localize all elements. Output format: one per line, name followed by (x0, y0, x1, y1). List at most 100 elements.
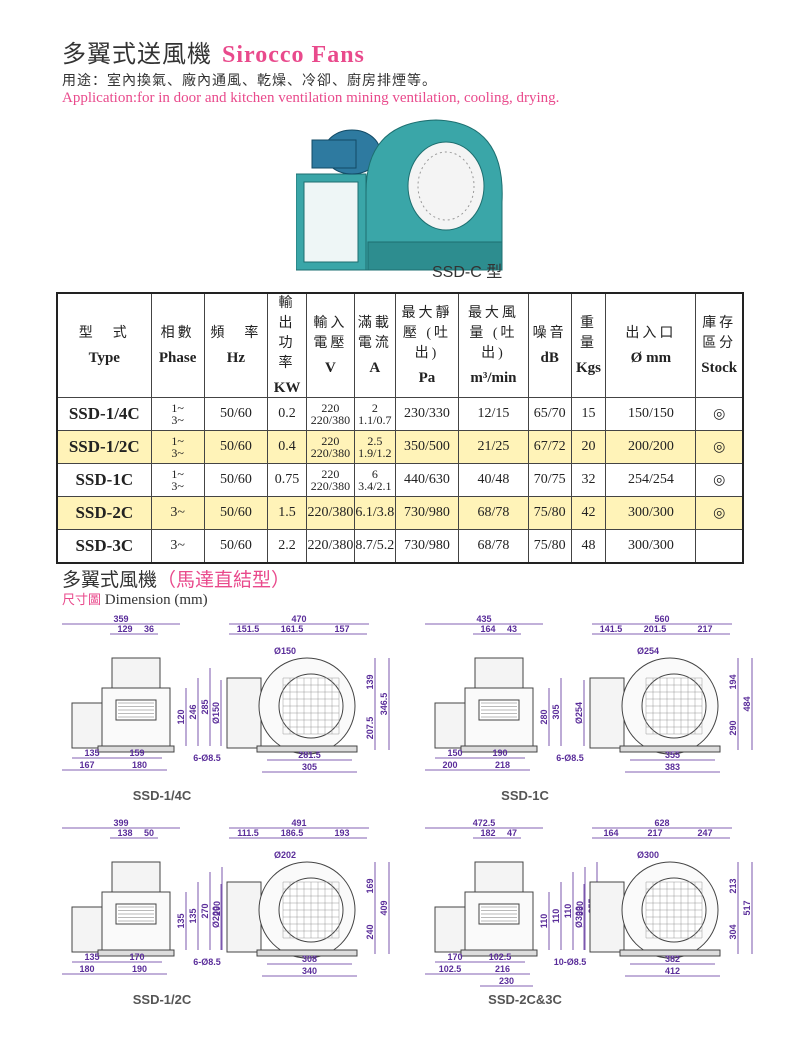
cell-v: 220/380 (305, 529, 355, 563)
dim-label: 305 (302, 762, 317, 772)
dimension-zh: 尺寸圖 (62, 593, 102, 608)
dim-label: 159 (129, 748, 144, 758)
base-front (97, 949, 175, 957)
cell-pa: 350/500 (394, 430, 460, 464)
dim-label: 399 (113, 818, 128, 828)
cell-pa: 440/630 (394, 463, 460, 497)
cell-type: SSD-3C (56, 529, 152, 563)
dim-label: 412 (665, 966, 680, 976)
dim-label: 207.5 (365, 717, 375, 740)
cell-phase: 3~ (150, 496, 205, 530)
dim-label: 290 (728, 720, 738, 735)
dim-label: 135 (84, 952, 99, 962)
cell-pa: 230/330 (394, 397, 460, 431)
dim-label: 628 (654, 818, 669, 828)
dim-label: 193 (334, 828, 349, 838)
dim-label: 190 (492, 748, 507, 758)
cell-v: 220/380 (305, 496, 355, 530)
dim-label: 230 (499, 976, 514, 986)
dim-label: 216 (495, 964, 510, 974)
dim-label: 186.5 (281, 828, 304, 838)
dim-label: 161.5 (281, 624, 304, 634)
dim-label: 346.5 (379, 693, 389, 716)
dim-label: 213 (728, 878, 738, 893)
base-front (460, 949, 538, 957)
title-zh: 多翼式送風機 (62, 42, 212, 68)
dim-label: 36 (144, 624, 154, 634)
inlet-side (226, 881, 262, 953)
header-zh: 滿載 電流 (357, 316, 392, 351)
cell-phase: 1~3~ (150, 463, 205, 497)
dim-label: 111.5 (237, 828, 259, 838)
application-text: Application:for in door and kitchen vent… (62, 90, 560, 106)
dim-label: 129 (117, 624, 132, 634)
dim-label: 110 (563, 904, 573, 919)
dim-label: 120 (176, 709, 186, 724)
cell-db: 75/80 (527, 529, 572, 563)
cell-kg: 42 (570, 496, 607, 530)
dim-label: 517 (742, 900, 752, 915)
dim-label: 340 (302, 966, 317, 976)
base-side (256, 949, 358, 957)
header-zh: 輸入 電壓 (313, 316, 348, 351)
dim-label: 180 (132, 760, 147, 770)
cell-pa: 730/980 (394, 529, 460, 563)
dim-label: 281.5 (298, 750, 321, 760)
dim-label: 217 (697, 624, 712, 634)
dim-label: 560 (654, 614, 669, 624)
cell-kw: 1.5 (267, 496, 307, 530)
cell-port: 300/300 (605, 496, 697, 530)
dim-label: 110 (539, 914, 549, 929)
dim-label: 359 (113, 614, 128, 624)
dim-label: 470 (291, 614, 306, 624)
base-side (619, 949, 721, 957)
cell-kw: 0.4 (267, 430, 307, 464)
cell-hz: 50/60 (203, 529, 269, 563)
dim-label: 382 (665, 954, 680, 964)
dim-label: 164 (603, 828, 618, 838)
cell-hz: 50/60 (203, 463, 269, 497)
cell-pa: 730/980 (394, 496, 460, 530)
dim-label: 141.5 (600, 624, 623, 634)
header-en: Pa (418, 370, 436, 386)
dim-label: 170 (447, 952, 462, 962)
cell-a: 8.7/5.2 (353, 529, 396, 563)
dim-label: 240 (365, 924, 375, 939)
motor-top (474, 861, 524, 893)
dim-label: 180 (79, 964, 94, 974)
dim-label: 138 (117, 828, 132, 838)
drawing-caption: SSD-1/4C (133, 788, 192, 803)
header-7: 最大風量 (吐出)m³/min (458, 292, 529, 398)
dim-label: 355 (665, 750, 680, 760)
cell-port: 150/150 (605, 397, 697, 431)
dim-label: 6-Ø8.5 (556, 753, 584, 763)
dim-label: 270 (200, 903, 210, 918)
cell-type: SSD-2C (56, 496, 152, 530)
dim-label: 194 (728, 674, 738, 689)
dim-label: Ø300 (637, 850, 659, 860)
dim-label: 247 (697, 828, 712, 838)
motor-top (474, 657, 524, 689)
cell-stock (695, 529, 744, 563)
dim-label: 102.5 (489, 952, 512, 962)
header-en: m³/min (470, 370, 517, 386)
header-en: Hz (226, 350, 246, 366)
dim-label: 157 (334, 624, 349, 634)
drawing-caption: SSD-2C&3C (488, 992, 562, 1007)
motor-top (111, 861, 161, 893)
section2-title-zh: 多翼式風機 (62, 570, 158, 591)
fan-photo (296, 119, 503, 271)
